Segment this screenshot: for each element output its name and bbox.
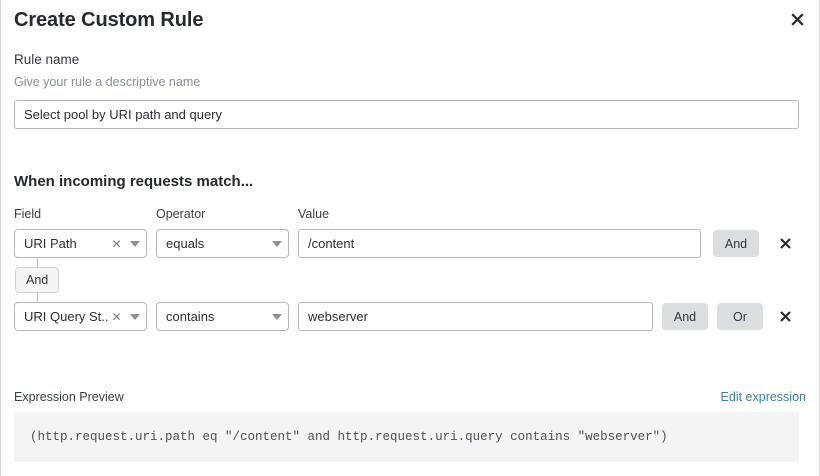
operator-select[interactable]: equals xyxy=(156,229,289,258)
column-header-field: Field xyxy=(14,207,42,221)
close-icon xyxy=(779,237,791,249)
connector-line-bottom xyxy=(37,293,38,304)
operator-select-value: equals xyxy=(166,236,205,251)
field-select-value: URI Query St... xyxy=(24,309,109,324)
rule-name-input[interactable] xyxy=(14,100,799,129)
delete-condition-button[interactable] xyxy=(773,304,797,328)
chevron-down-icon[interactable] xyxy=(124,240,146,247)
connector-and-badge[interactable]: And xyxy=(15,267,60,293)
operator-select[interactable]: contains xyxy=(156,302,289,331)
value-input[interactable] xyxy=(298,302,653,331)
column-header-value: Value xyxy=(298,207,330,221)
column-header-operator: Operator xyxy=(156,207,206,221)
and-button[interactable]: And xyxy=(662,303,708,330)
close-icon-glyph xyxy=(790,12,804,26)
field-select[interactable]: URI Path ✕ xyxy=(14,229,147,258)
or-button[interactable]: Or xyxy=(717,303,763,330)
edit-expression-link[interactable]: Edit expression xyxy=(720,390,806,404)
delete-condition-button[interactable] xyxy=(773,231,797,255)
condition-row: URI Query St... ✕ contains And Or xyxy=(1,302,819,331)
rule-name-sublabel: Give your rule a descriptive name xyxy=(14,75,201,89)
operator-select-value: contains xyxy=(166,309,215,324)
close-icon[interactable] xyxy=(784,6,810,32)
condition-row: URI Path ✕ equals And xyxy=(1,229,819,258)
value-input[interactable] xyxy=(298,229,701,258)
expression-preview-label: Expression Preview xyxy=(14,390,124,404)
connector-line-top xyxy=(37,258,38,267)
rule-name-label: Rule name xyxy=(14,52,80,67)
dialog-title: Create Custom Rule xyxy=(14,9,204,31)
field-select[interactable]: URI Query St... ✕ xyxy=(14,302,147,331)
expression-preview-text: (http.request.uri.path eq "/content" and… xyxy=(30,430,668,444)
expression-preview-box: (http.request.uri.path eq "/content" and… xyxy=(14,412,799,462)
condition-connector: And xyxy=(1,258,141,304)
close-icon xyxy=(779,310,791,322)
clear-field-icon[interactable]: ✕ xyxy=(111,309,122,324)
and-button[interactable]: And xyxy=(713,230,759,257)
chevron-down-icon[interactable] xyxy=(124,313,146,320)
match-section-heading: When incoming requests match... xyxy=(14,173,254,190)
chevron-down-icon[interactable] xyxy=(266,313,288,320)
clear-field-icon[interactable]: ✕ xyxy=(111,236,122,251)
chevron-down-icon[interactable] xyxy=(266,240,288,247)
field-select-value: URI Path xyxy=(24,236,77,251)
